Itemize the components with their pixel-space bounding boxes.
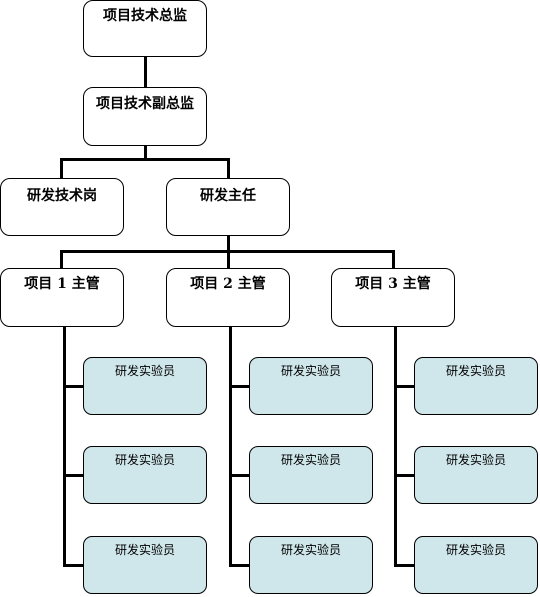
- staff-box: 研发实验员: [249, 536, 373, 594]
- connector-line: [63, 385, 83, 388]
- director-box: 项目技术总监: [83, 0, 207, 57]
- tech-post-box: 研发技术岗: [0, 178, 124, 236]
- staff-label: 研发实验员: [445, 453, 506, 467]
- connector-line: [227, 158, 230, 178]
- staff-label: 研发实验员: [280, 543, 341, 557]
- tech-post-label: 研发技术岗: [27, 188, 97, 204]
- staff-label: 研发实验员: [280, 364, 341, 378]
- staff-box: 研发实验员: [249, 357, 373, 415]
- connector-line: [229, 385, 249, 388]
- manager-label: 项目 1 主管: [24, 276, 100, 292]
- staff-box: 研发实验员: [83, 357, 207, 415]
- rd-head-label: 研发主任: [200, 188, 256, 204]
- connector-line: [144, 146, 147, 160]
- connector-line: [63, 327, 66, 566]
- connector-line: [392, 250, 395, 268]
- connector-line: [394, 327, 397, 566]
- rd-head-box: 研发主任: [166, 178, 290, 236]
- staff-box: 研发实验员: [414, 357, 538, 415]
- staff-label: 研发实验员: [445, 543, 506, 557]
- manager-label: 项目 2 主管: [190, 276, 266, 292]
- connector-line: [60, 250, 63, 268]
- deputy-director-label: 项目技术副总监: [96, 96, 194, 112]
- staff-box: 研发实验员: [414, 446, 538, 504]
- connector-line: [229, 564, 249, 567]
- connector-line: [394, 474, 414, 477]
- staff-box: 研发实验员: [83, 536, 207, 594]
- manager-box: 项目 2 主管: [166, 268, 290, 327]
- connector-line: [63, 474, 83, 477]
- connector-line: [394, 564, 414, 567]
- manager-label: 项目 3 主管: [355, 276, 431, 292]
- staff-label: 研发实验员: [445, 364, 506, 378]
- deputy-director-box: 项目技术副总监: [83, 87, 207, 146]
- connector-line: [63, 564, 83, 567]
- staff-label: 研发实验员: [114, 543, 175, 557]
- manager-box: 项目 3 主管: [331, 268, 455, 327]
- staff-box: 研发实验员: [414, 536, 538, 594]
- staff-label: 研发实验员: [114, 453, 175, 467]
- staff-label: 研发实验员: [114, 364, 175, 378]
- staff-box: 研发实验员: [83, 446, 207, 504]
- connector-line: [394, 385, 414, 388]
- connector-line: [60, 158, 229, 161]
- staff-box: 研发实验员: [249, 446, 373, 504]
- connector-line: [227, 250, 230, 268]
- director-label: 项目技术总监: [103, 8, 187, 24]
- connector-line: [144, 57, 147, 87]
- connector-line: [229, 474, 249, 477]
- connector-line: [227, 236, 230, 252]
- manager-box: 项目 1 主管: [0, 268, 124, 327]
- connector-line: [229, 327, 232, 566]
- connector-line: [60, 158, 63, 178]
- staff-label: 研发实验员: [280, 453, 341, 467]
